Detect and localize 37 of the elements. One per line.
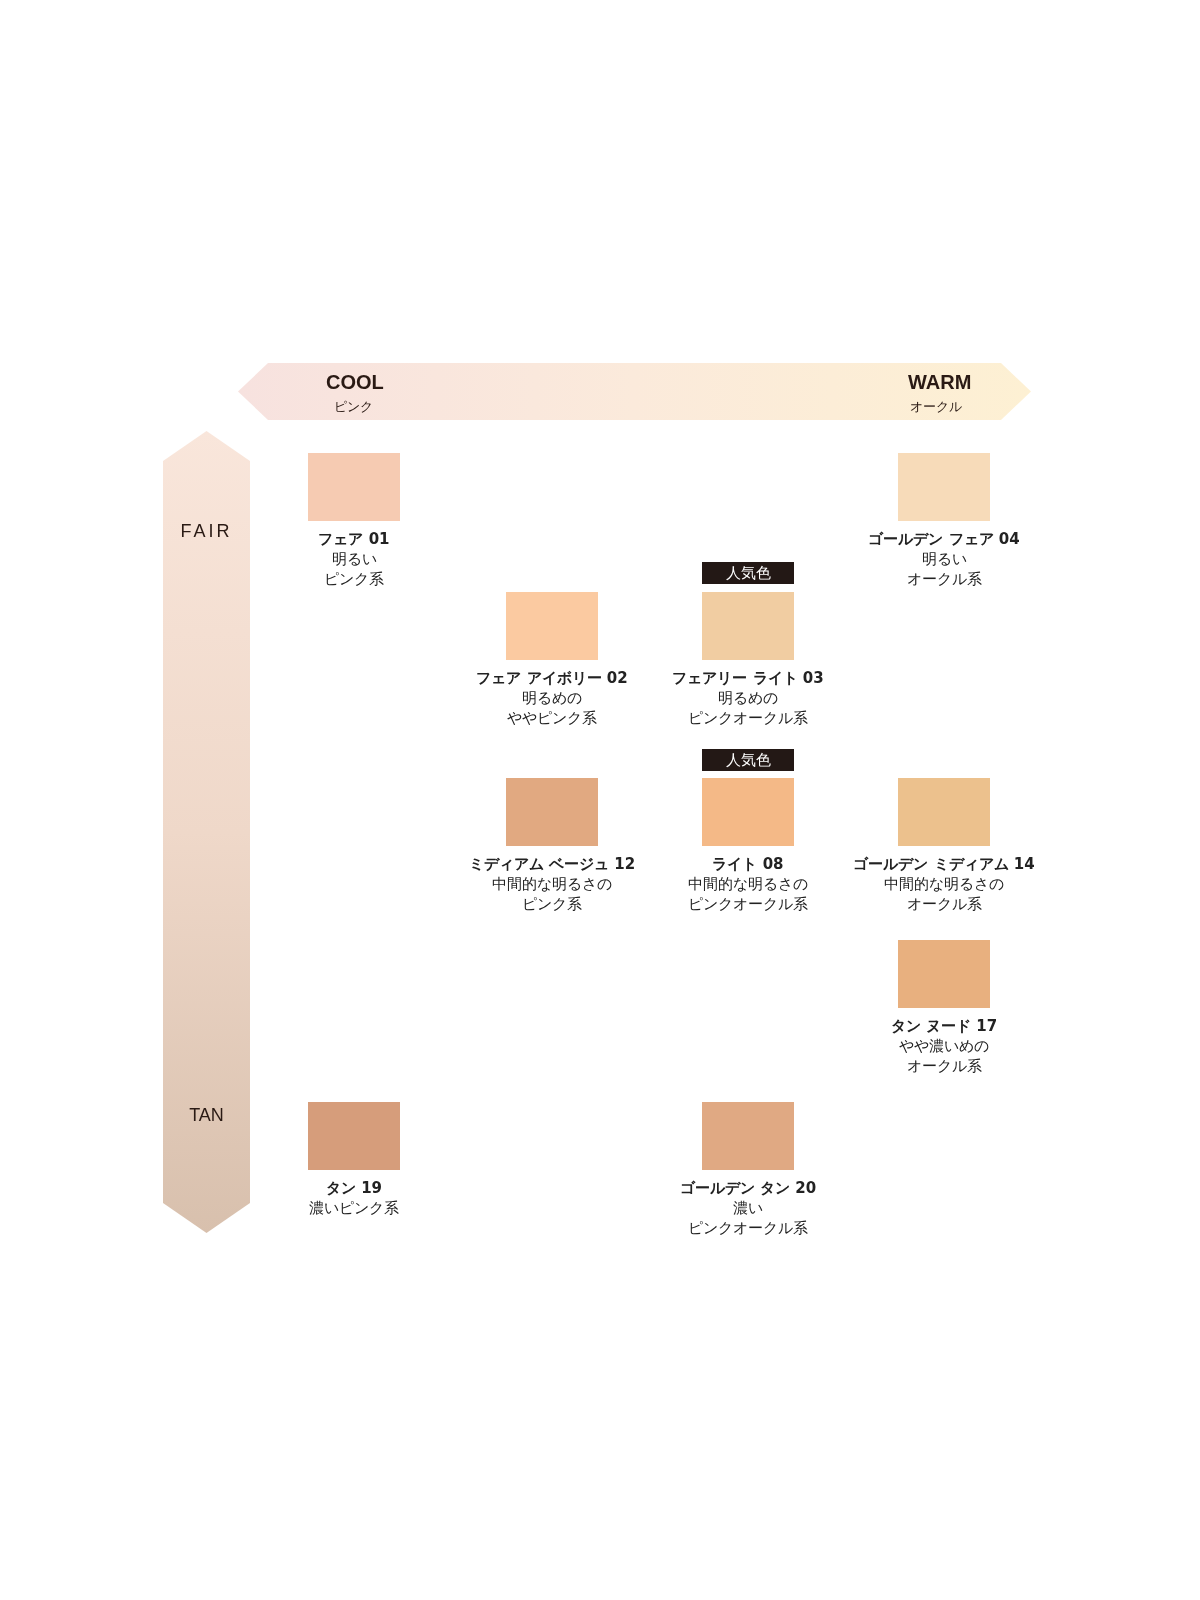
axis-label: ピンク (334, 398, 373, 416)
shade-name: フェアリー ライト 03 (671, 668, 825, 688)
popular-badge: 人気色 (702, 562, 794, 584)
axis-label: オークル (910, 398, 962, 416)
shade-description: ピンク系 (521, 894, 583, 914)
shade-description: 中間的な明るさの (687, 874, 809, 894)
shade-description: 濃い (732, 1198, 764, 1218)
shade-description: 明るめの (521, 688, 583, 708)
shade-description: ピンクオークル系 (687, 1218, 809, 1238)
shade-name: タン ヌード 17 (889, 1016, 999, 1036)
shade-name: ゴールデン ミディアム 14 (852, 854, 1036, 874)
axis-label: WARM (908, 371, 972, 394)
shade-name: タン 19 (324, 1178, 384, 1198)
shade-name: フェア 01 (317, 529, 391, 549)
shade-name: フェア アイボリー 02 (475, 668, 629, 688)
shade-description: ピンク系 (323, 569, 385, 589)
shade-description: オークル系 (905, 1056, 983, 1076)
shade-description: 明るい (330, 549, 378, 569)
axis-label: TAN (188, 1105, 225, 1126)
shade-description: オークル系 (905, 894, 983, 914)
shade-description: やや濃いめの (898, 1036, 990, 1056)
shade-description: ピンクオークル系 (687, 708, 809, 728)
popular-badge: 人気色 (702, 749, 794, 771)
shade-description: ややピンク系 (506, 708, 598, 728)
shade-description: 中間的な明るさの (491, 874, 613, 894)
shade-description: ピンクオークル系 (687, 894, 809, 914)
shade-description: 中間的な明るさの (883, 874, 1005, 894)
shade-name: ゴールデン タン 20 (678, 1178, 818, 1198)
shade-description: 明るめの (717, 688, 779, 708)
axis-label: COOL (326, 371, 384, 394)
axis-label: FAIR (179, 521, 234, 542)
shade-name: ライト 08 (711, 854, 785, 874)
shade-description: 明るい (920, 549, 968, 569)
shade-name: ゴールデン フェア 04 (867, 529, 1021, 549)
shade-description: 濃いピンク系 (308, 1198, 400, 1218)
shade-description: オークル系 (905, 569, 983, 589)
shade-name: ミディアム ベージュ 12 (467, 854, 637, 874)
